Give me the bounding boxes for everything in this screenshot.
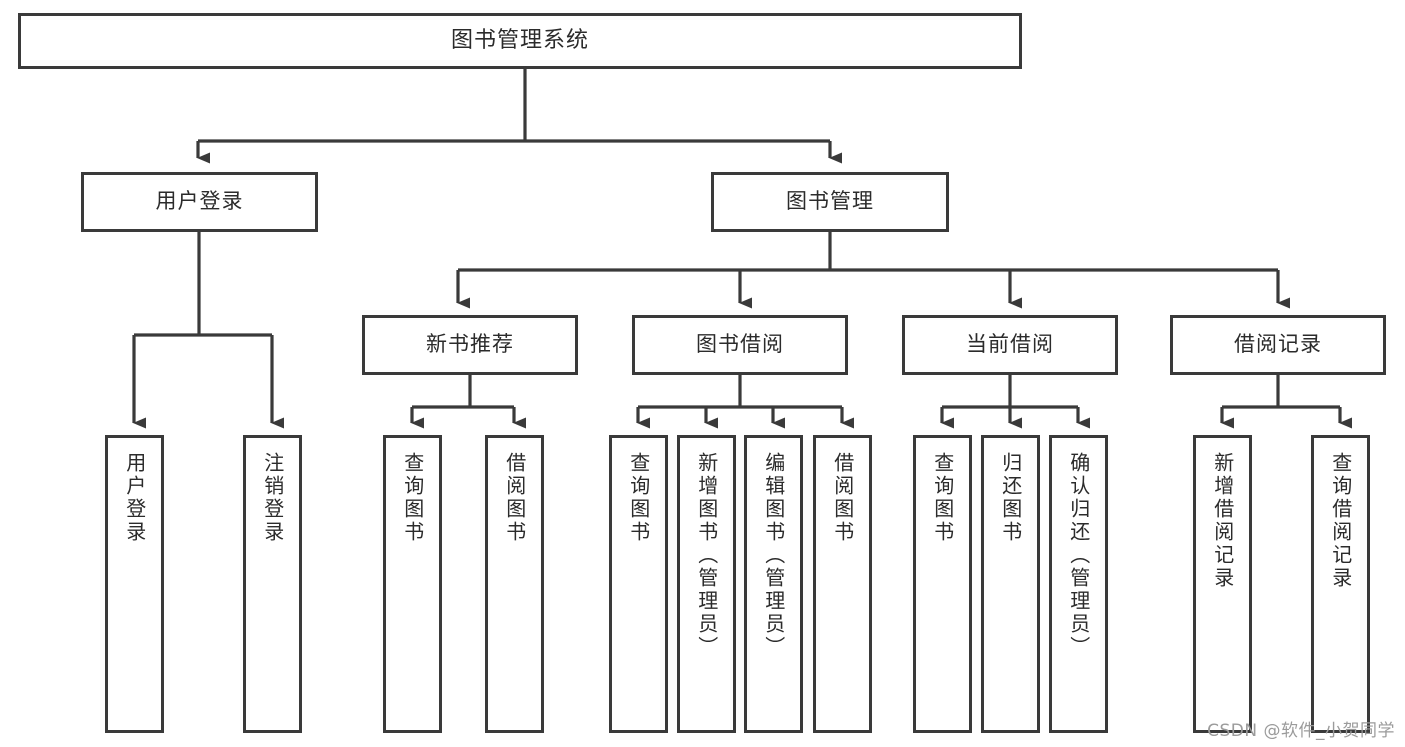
node-book-borrow[interactable]: 图书借阅 [632,315,848,375]
node-user-login[interactable]: 用户登录 [81,172,318,232]
node-label: 借阅图书 [830,452,855,544]
node-label: 编辑图书（管理员） [761,452,786,659]
node-label: 图书借阅 [696,332,784,357]
node-new-book-recommend[interactable]: 新书推荐 [362,315,578,375]
leaf-add-book-admin[interactable]: 新增图书（管理员） [677,435,736,733]
node-label: 确认归还（管理员） [1066,452,1091,659]
node-label: 查询图书 [626,452,651,544]
leaf-query-book-recommend[interactable]: 查询图书 [383,435,442,733]
leaf-query-book-borrow[interactable]: 查询图书 [609,435,668,733]
node-label: 借阅记录 [1234,332,1322,357]
node-root-library-management-system[interactable]: 图书管理系统 [18,13,1022,69]
leaf-query-book-current[interactable]: 查询图书 [913,435,972,733]
node-label: 用户登录 [155,189,244,214]
node-current-borrow[interactable]: 当前借阅 [902,315,1118,375]
node-label: 借阅图书 [502,452,527,544]
leaf-return-book[interactable]: 归还图书 [981,435,1040,733]
node-label: 图书管理系统 [450,27,589,53]
leaf-edit-book-admin[interactable]: 编辑图书（管理员） [744,435,803,733]
leaf-borrow-book[interactable]: 借阅图书 [813,435,872,733]
node-label: 用户登录 [122,452,147,544]
leaf-query-borrow-record[interactable]: 查询借阅记录 [1311,435,1370,733]
node-book-management[interactable]: 图书管理 [711,172,949,232]
node-label: 归还图书 [998,452,1023,544]
node-label: 当前借阅 [966,332,1054,357]
leaf-user-login[interactable]: 用户登录 [105,435,164,733]
node-label: 新增图书（管理员） [694,452,719,659]
node-label: 查询图书 [400,452,425,544]
node-label: 新书推荐 [426,332,514,357]
leaf-add-borrow-record[interactable]: 新增借阅记录 [1193,435,1252,733]
node-borrow-record[interactable]: 借阅记录 [1170,315,1386,375]
node-label: 注销登录 [260,452,285,544]
node-label: 新增借阅记录 [1210,452,1235,590]
node-label: 查询图书 [930,452,955,544]
leaf-confirm-return-admin[interactable]: 确认归还（管理员） [1049,435,1108,733]
node-label: 图书管理 [786,189,874,214]
leaf-borrow-book-recommend[interactable]: 借阅图书 [485,435,544,733]
leaf-logout-login[interactable]: 注销登录 [243,435,302,733]
node-label: 查询借阅记录 [1328,452,1353,590]
